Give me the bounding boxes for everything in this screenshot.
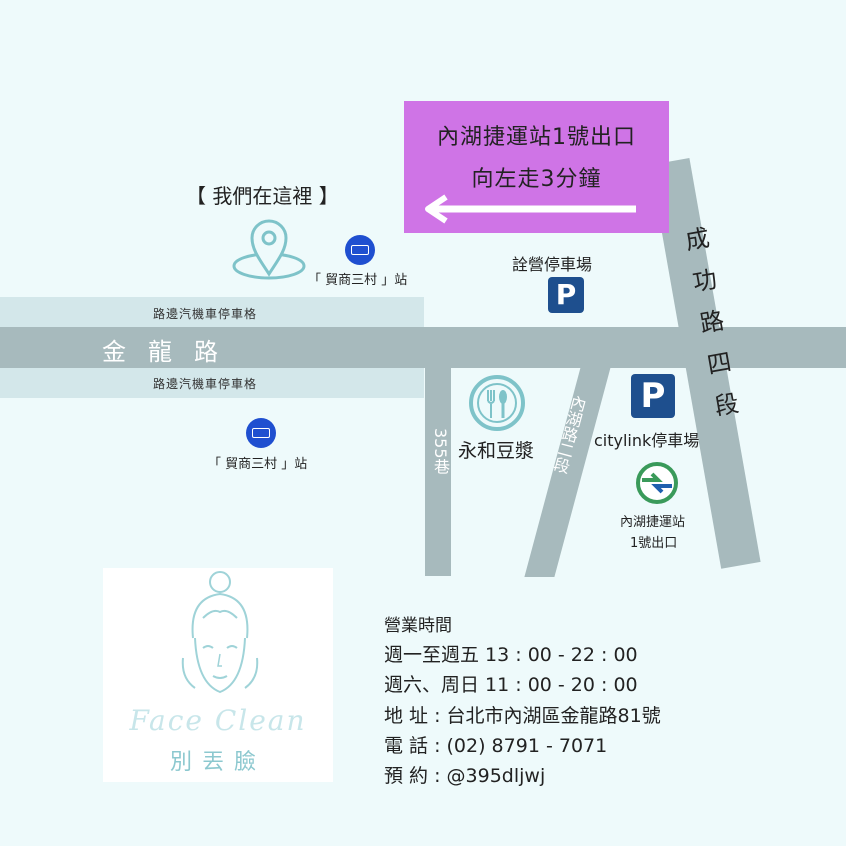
restaurant-label: 永和豆漿: [458, 440, 535, 462]
lower-parking-lane: [0, 368, 424, 398]
weekday-hours: 週一至週五 13 : 00 - 22 : 00: [384, 644, 638, 666]
lane-355-road: [425, 362, 451, 576]
mrt-label-2: 1號出口: [630, 536, 678, 551]
bus-icon: [246, 418, 276, 448]
banner-line-2: 向左走3分鐘: [471, 167, 602, 192]
jinlong-road-label: 金龍路: [102, 338, 240, 366]
logo-chinese-text: 別丟臉: [169, 750, 266, 775]
hours-title: 營業時間: [384, 616, 452, 636]
lower-parking-lane-label: 路邊汽機車停車格: [153, 377, 258, 391]
fork-spoon-icon: [469, 375, 525, 431]
bus-icon: [345, 235, 375, 265]
bus-stop-2-label: 「 貿商三村 」站: [208, 457, 308, 472]
lane-355-label: 355巷: [431, 428, 450, 475]
location-title: 【 我們在這裡 】: [186, 184, 339, 208]
parking-lot-2-label: citylink停車場: [594, 431, 700, 450]
phone: 電 話 : (02) 8791 - 7071: [384, 735, 608, 757]
bus-stop-1-label: 「 貿商三村 」站: [308, 273, 408, 288]
booking: 預 約 : @395dljwj: [384, 765, 546, 787]
upper-parking-lane-label: 路邊汽機車停車格: [153, 307, 258, 321]
location-pin-icon: [232, 219, 306, 280]
taipei-metro-icon: [636, 462, 678, 504]
parking-lot-1-label: 詮營停車場: [512, 255, 593, 274]
logo-script-text: Face Clean: [129, 704, 307, 737]
parking-icon: P: [631, 374, 675, 418]
weekend-hours: 週六、周日 11 : 00 - 20 : 00: [384, 674, 638, 696]
mrt-label-1: 內湖捷運站: [620, 515, 686, 530]
address: 地 址 : 台北市內湖區金龍路81號: [384, 705, 661, 727]
banner-line-1: 內湖捷運站1號出口: [437, 125, 636, 150]
parking-icon: P: [548, 277, 584, 313]
upper-parking-lane: [0, 297, 424, 327]
mrt-direction-banner: 內湖捷運站1號出口 向左走3分鐘: [404, 101, 669, 233]
face-logo-image: [181, 571, 259, 694]
logo: Face Clean 別丟臉: [103, 568, 333, 782]
left-arrow-icon: [425, 194, 636, 224]
